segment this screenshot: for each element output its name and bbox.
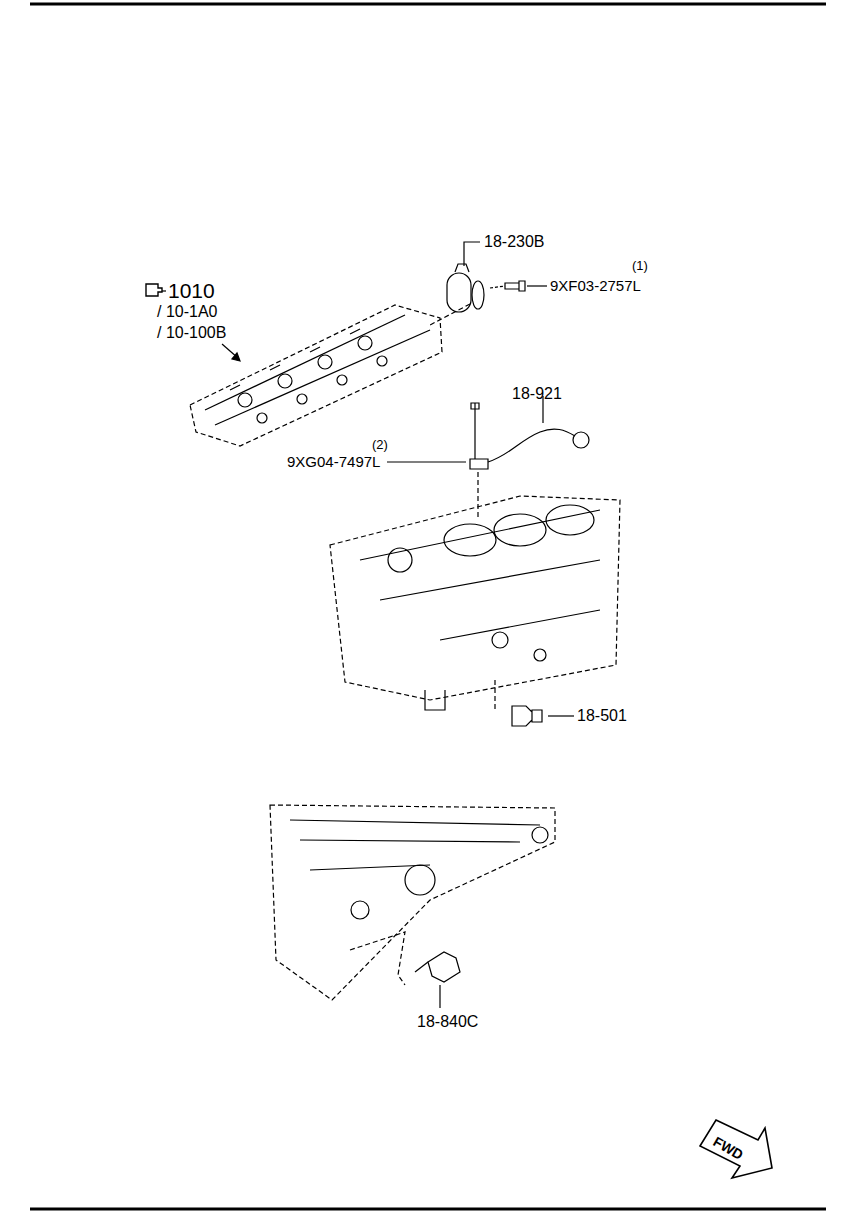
part-number: 18-501 [577,708,627,724]
part-number: / 10-100B [157,325,226,341]
direction-label: FWD [711,1134,746,1162]
part-number: (2) [372,438,388,451]
part-number: 9XF03-2757L [550,278,641,293]
part-number: / 10-1A0 [157,304,217,320]
part-number: 9XG04-7497L [287,454,380,469]
part-number: 18-840C [417,1014,478,1030]
part-number: 18-921 [512,386,562,402]
part-number: 18-230B [484,234,545,250]
part-number: (1) [632,259,648,272]
part-number: 1010 [168,280,215,301]
